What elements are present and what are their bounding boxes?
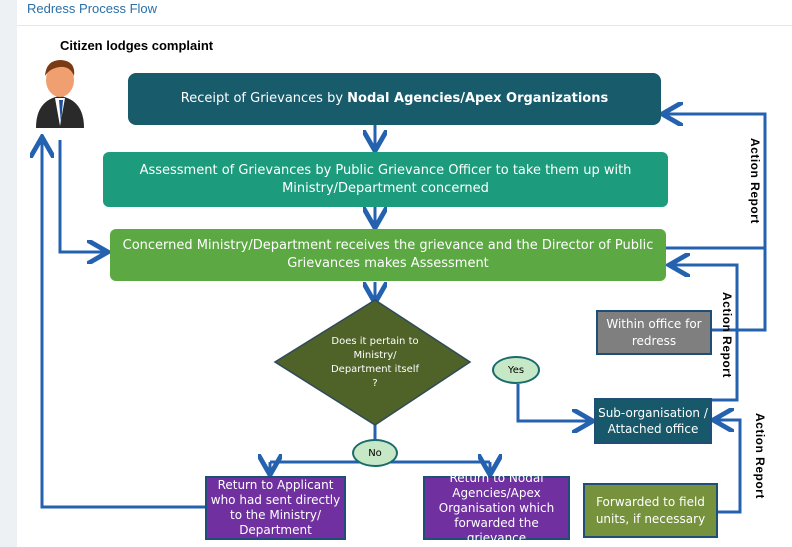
divider xyxy=(17,25,792,26)
no-label: No xyxy=(352,439,398,467)
forwarded-box: Forwarded to field units, if necessary xyxy=(583,483,718,538)
assessment-box: Assessment of Grievances by Public Griev… xyxy=(103,152,668,207)
within-office-box: Within office for redress xyxy=(596,310,712,355)
yes-label: Yes xyxy=(492,356,540,384)
left-gutter xyxy=(0,0,17,547)
concerned-box: Concerned Ministry/Department receives t… xyxy=(110,229,666,281)
receipt-box: Receipt of Grievances by Nodal Agencies/… xyxy=(128,73,661,125)
action-report-label-2: Action Report xyxy=(720,292,734,378)
return-applicant-box: Return to Applicant who had sent directl… xyxy=(205,476,346,540)
receipt-bold: Nodal Agencies/Apex Organizations xyxy=(347,91,609,107)
action-report-label-1: Action Report xyxy=(748,138,762,224)
citizen-caption: Citizen lodges complaint xyxy=(60,38,214,53)
page-title: Redress Process Flow xyxy=(27,1,158,16)
sub-org-box: Sub-organisation / Attached office xyxy=(594,398,712,444)
receipt-text: Receipt of Grievances by xyxy=(180,91,348,107)
action-report-label-3: Action Report xyxy=(753,413,767,499)
return-nodal-box: Return to Nodal Agencies/Apex Organisati… xyxy=(423,471,570,545)
decision-diamond xyxy=(273,299,472,426)
decision-text: Does it pertain to Ministry/ Department … xyxy=(330,336,420,389)
